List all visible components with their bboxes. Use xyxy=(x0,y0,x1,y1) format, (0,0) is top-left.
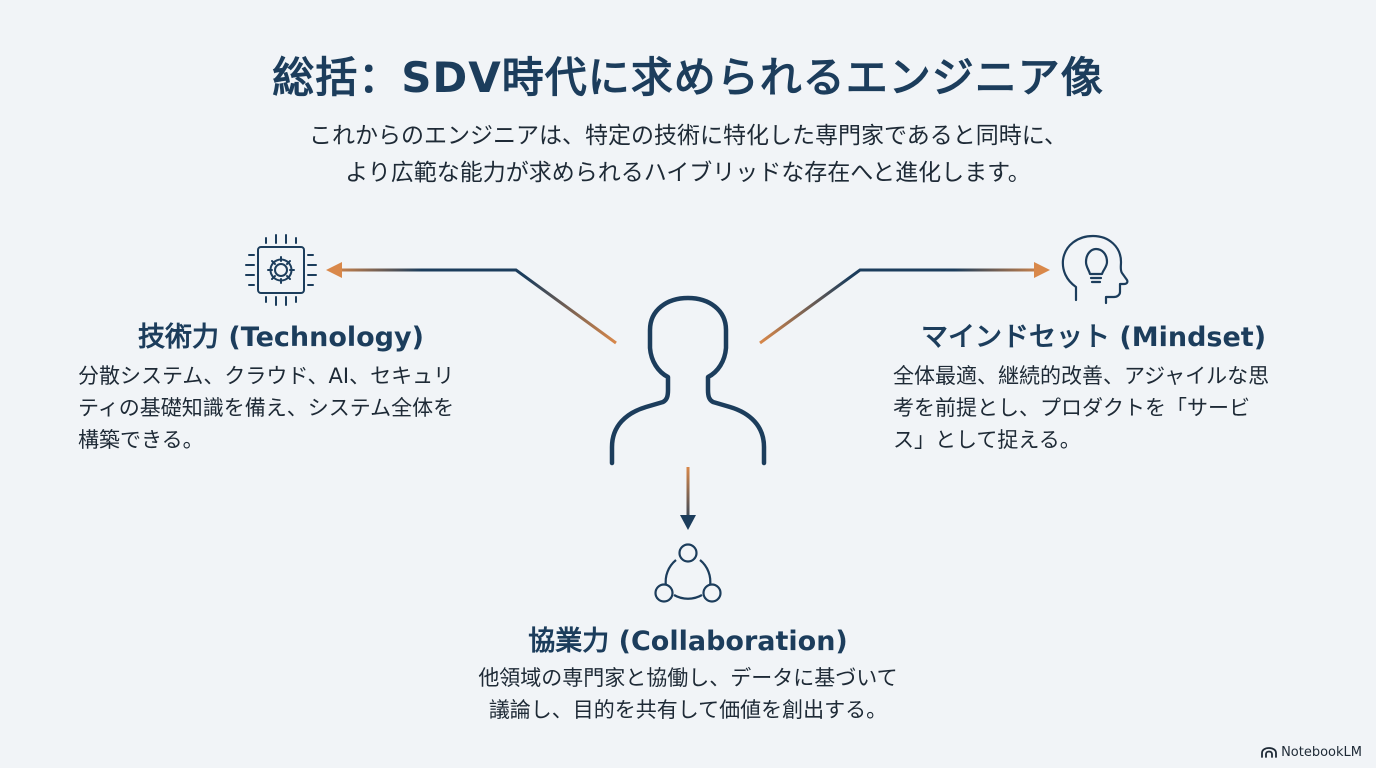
arrowhead-collaboration xyxy=(680,515,696,530)
technology-body: 分散システム、クラウド、AI、セキュリ ティの基礎知識を備え、システム全体を 構… xyxy=(78,360,454,456)
technology-body-line: 構築できる。 xyxy=(78,428,204,452)
subtitle: これからのエンジニアは、特定の技術に特化した専門家であると同時に、 より広範な能… xyxy=(0,118,1376,192)
mindset-body-line: 考を前提とし、プロダクトを「サービ xyxy=(893,396,1250,420)
connector-to-mindset xyxy=(759,268,1036,345)
notebooklm-logo-icon xyxy=(1261,747,1277,758)
brand-label: NotebookLM xyxy=(1281,745,1362,760)
subtitle-line-1: これからのエンジニアは、特定の技術に特化した専門家であると同時に、 xyxy=(308,123,1068,149)
notebooklm-brand: NotebookLM xyxy=(1261,745,1362,760)
collaboration-title: 協業力 (Collaboration) xyxy=(528,626,848,657)
mindset-body: 全体最適、継続的改善、アジャイルな思 考を前提とし、プロダクトを「サービ ス」と… xyxy=(893,360,1269,456)
mindset-body-line: 全体最適、継続的改善、アジャイルな思 xyxy=(893,364,1270,388)
person-silhouette-icon xyxy=(609,295,767,466)
page-title: 総括：SDV時代に求められるエンジニア像 xyxy=(272,53,1104,102)
arrowhead-technology xyxy=(326,262,342,278)
subtitle-line-2: より広範な能力が求められるハイブリッドな存在へと進化します。 xyxy=(345,160,1031,186)
arrowhead-mindset xyxy=(1034,262,1050,278)
collaboration-body-line: 他領域の専門家と協働し、データに基づいて xyxy=(478,666,898,690)
head-lightbulb-icon xyxy=(1061,234,1129,305)
mindset-body-line: ス」として捉える。 xyxy=(893,428,1081,452)
collaboration-body: 他領域の専門家と協働し、データに基づいて 議論し、目的を共有して価値を創出する。 xyxy=(0,662,1376,726)
collaboration-body-line: 議論し、目的を共有して価値を創出する。 xyxy=(488,698,888,722)
technology-body-line: ティの基礎知識を備え、システム全体を xyxy=(78,396,455,420)
gear-chip-icon xyxy=(245,234,317,306)
technology-body-line: 分散システム、クラウド、AI、セキュリ xyxy=(78,364,455,388)
technology-title: 技術力 (Technology) xyxy=(138,322,424,353)
connector-to-technology xyxy=(340,268,617,345)
mindset-title: マインドセット (Mindset) xyxy=(921,322,1267,353)
network-circle-icon xyxy=(654,543,722,603)
